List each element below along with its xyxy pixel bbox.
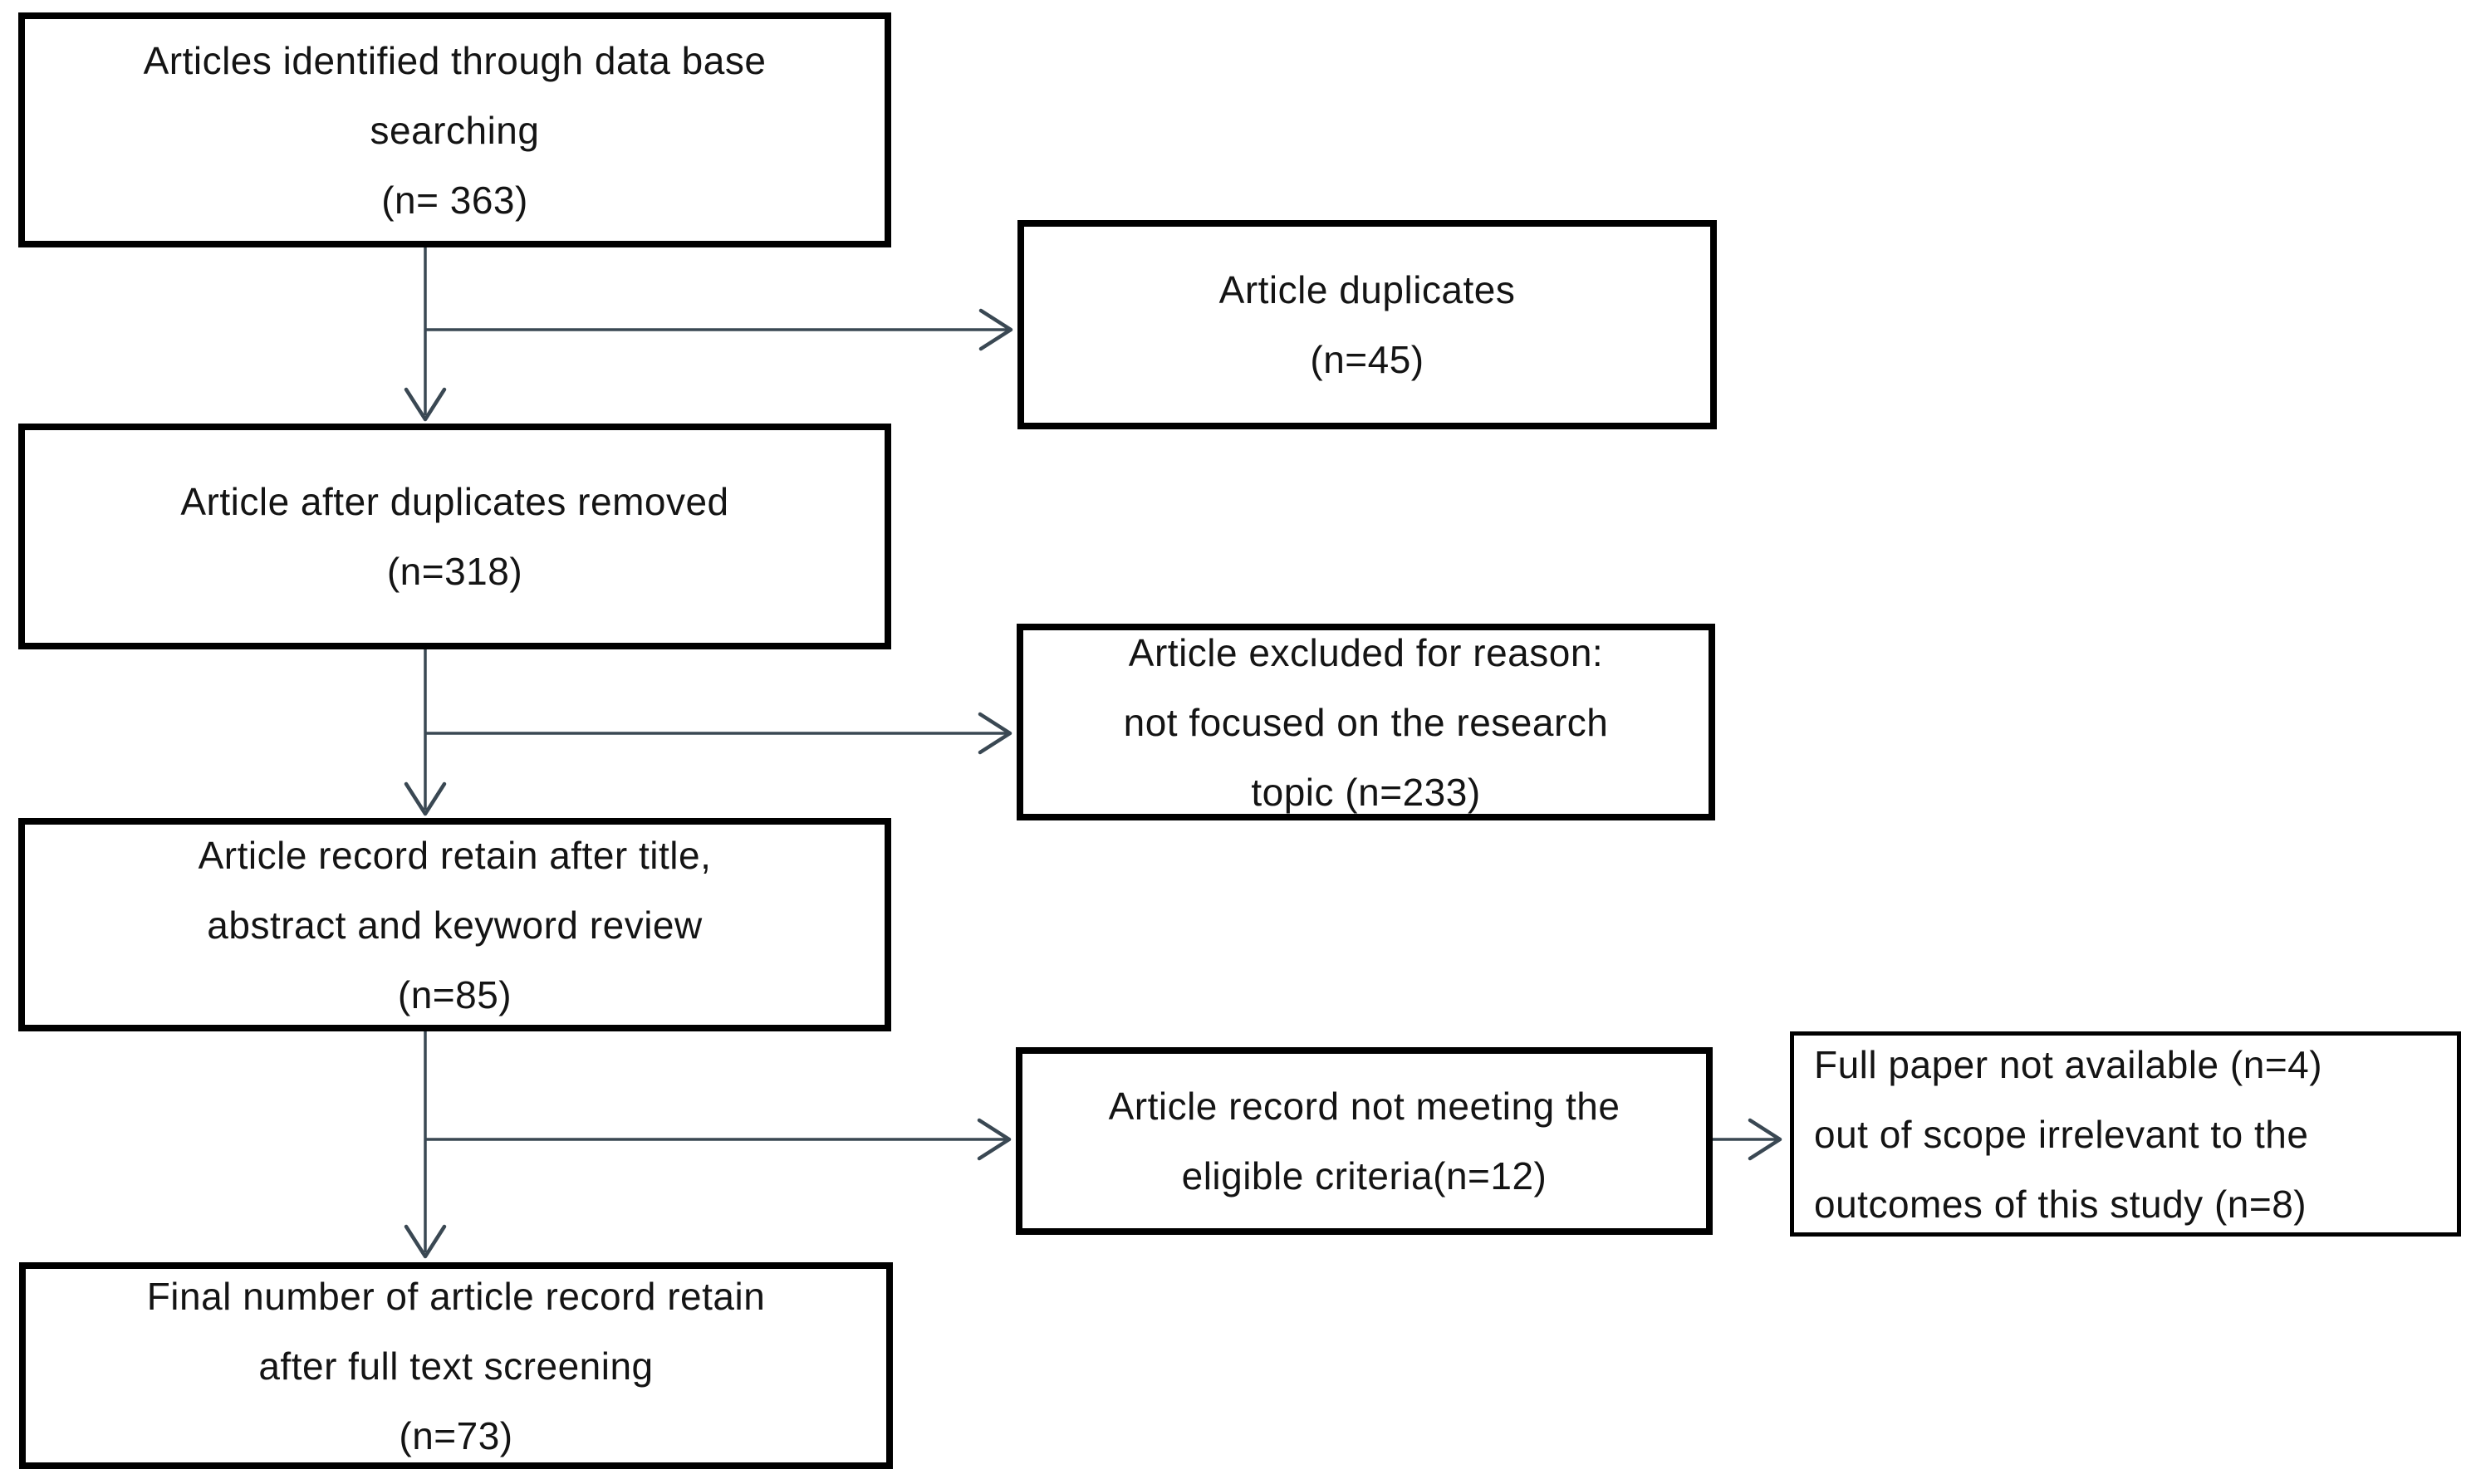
- node-text-line: after full text screening: [258, 1344, 654, 1388]
- node-count: eligible criteria(n=12): [1181, 1154, 1547, 1197]
- node-count: topic (n=233): [1251, 770, 1481, 814]
- node-retained-title-abstract-keyword: Article record retain after title, abstr…: [18, 818, 891, 1031]
- arrow-identified-to-article-duplicates: [425, 308, 1013, 351]
- node-article-duplicates: Article duplicates (n=45): [1017, 220, 1717, 429]
- node-count: (n=318): [386, 550, 523, 593]
- node-text-line: Article record retain after title,: [198, 833, 712, 877]
- node-text-line: Final number of article record retain: [146, 1274, 766, 1318]
- node-text-line: Full paper not available (n=4): [1814, 1042, 2323, 1086]
- node-final-retained: Final number of article record retain af…: [19, 1262, 893, 1469]
- node-text-line: Article excluded for reason:: [1128, 630, 1604, 674]
- node-after-duplicates-removed: Article after duplicates removed (n=318): [18, 424, 891, 649]
- arrow-not-meeting-to-full-paper: [1713, 1118, 1782, 1161]
- node-text-line: Article duplicates: [1218, 268, 1516, 311]
- node-text-line: searching: [370, 108, 540, 152]
- node-text-line: out of scope irrelevant to the: [1814, 1112, 2309, 1156]
- node-count: (n= 363): [381, 178, 528, 222]
- arrow-title-review-to-not-meeting: [425, 1118, 1012, 1161]
- node-not-meeting-eligible-criteria: Article record not meeting the eligible …: [1016, 1047, 1713, 1235]
- node-articles-identified: Articles identified through data base se…: [18, 12, 891, 247]
- node-count: (n=73): [399, 1413, 513, 1457]
- arrow-duplicates-removed-to-excluded: [425, 712, 1012, 755]
- node-text-line: not focused on the research: [1123, 700, 1609, 744]
- arrow-identified-to-duplicates-removed: [404, 247, 447, 422]
- node-full-paper-not-available: Full paper not available (n=4) out of sc…: [1790, 1031, 2461, 1237]
- arrow-title-review-to-final: [404, 1031, 447, 1259]
- node-text-line: Article record not meeting the: [1108, 1085, 1620, 1128]
- node-text-line: Article after duplicates removed: [180, 480, 729, 523]
- node-count: (n=85): [397, 972, 512, 1016]
- node-text-line: Articles identified through data base: [143, 38, 767, 82]
- arrow-duplicates-removed-to-title-review: [404, 649, 447, 816]
- node-excluded-not-focused: Article excluded for reason: not focused…: [1017, 624, 1715, 820]
- node-count: outcomes of this study (n=8): [1814, 1182, 2307, 1226]
- node-count: (n=45): [1310, 338, 1424, 381]
- node-text-line: abstract and keyword review: [207, 903, 703, 947]
